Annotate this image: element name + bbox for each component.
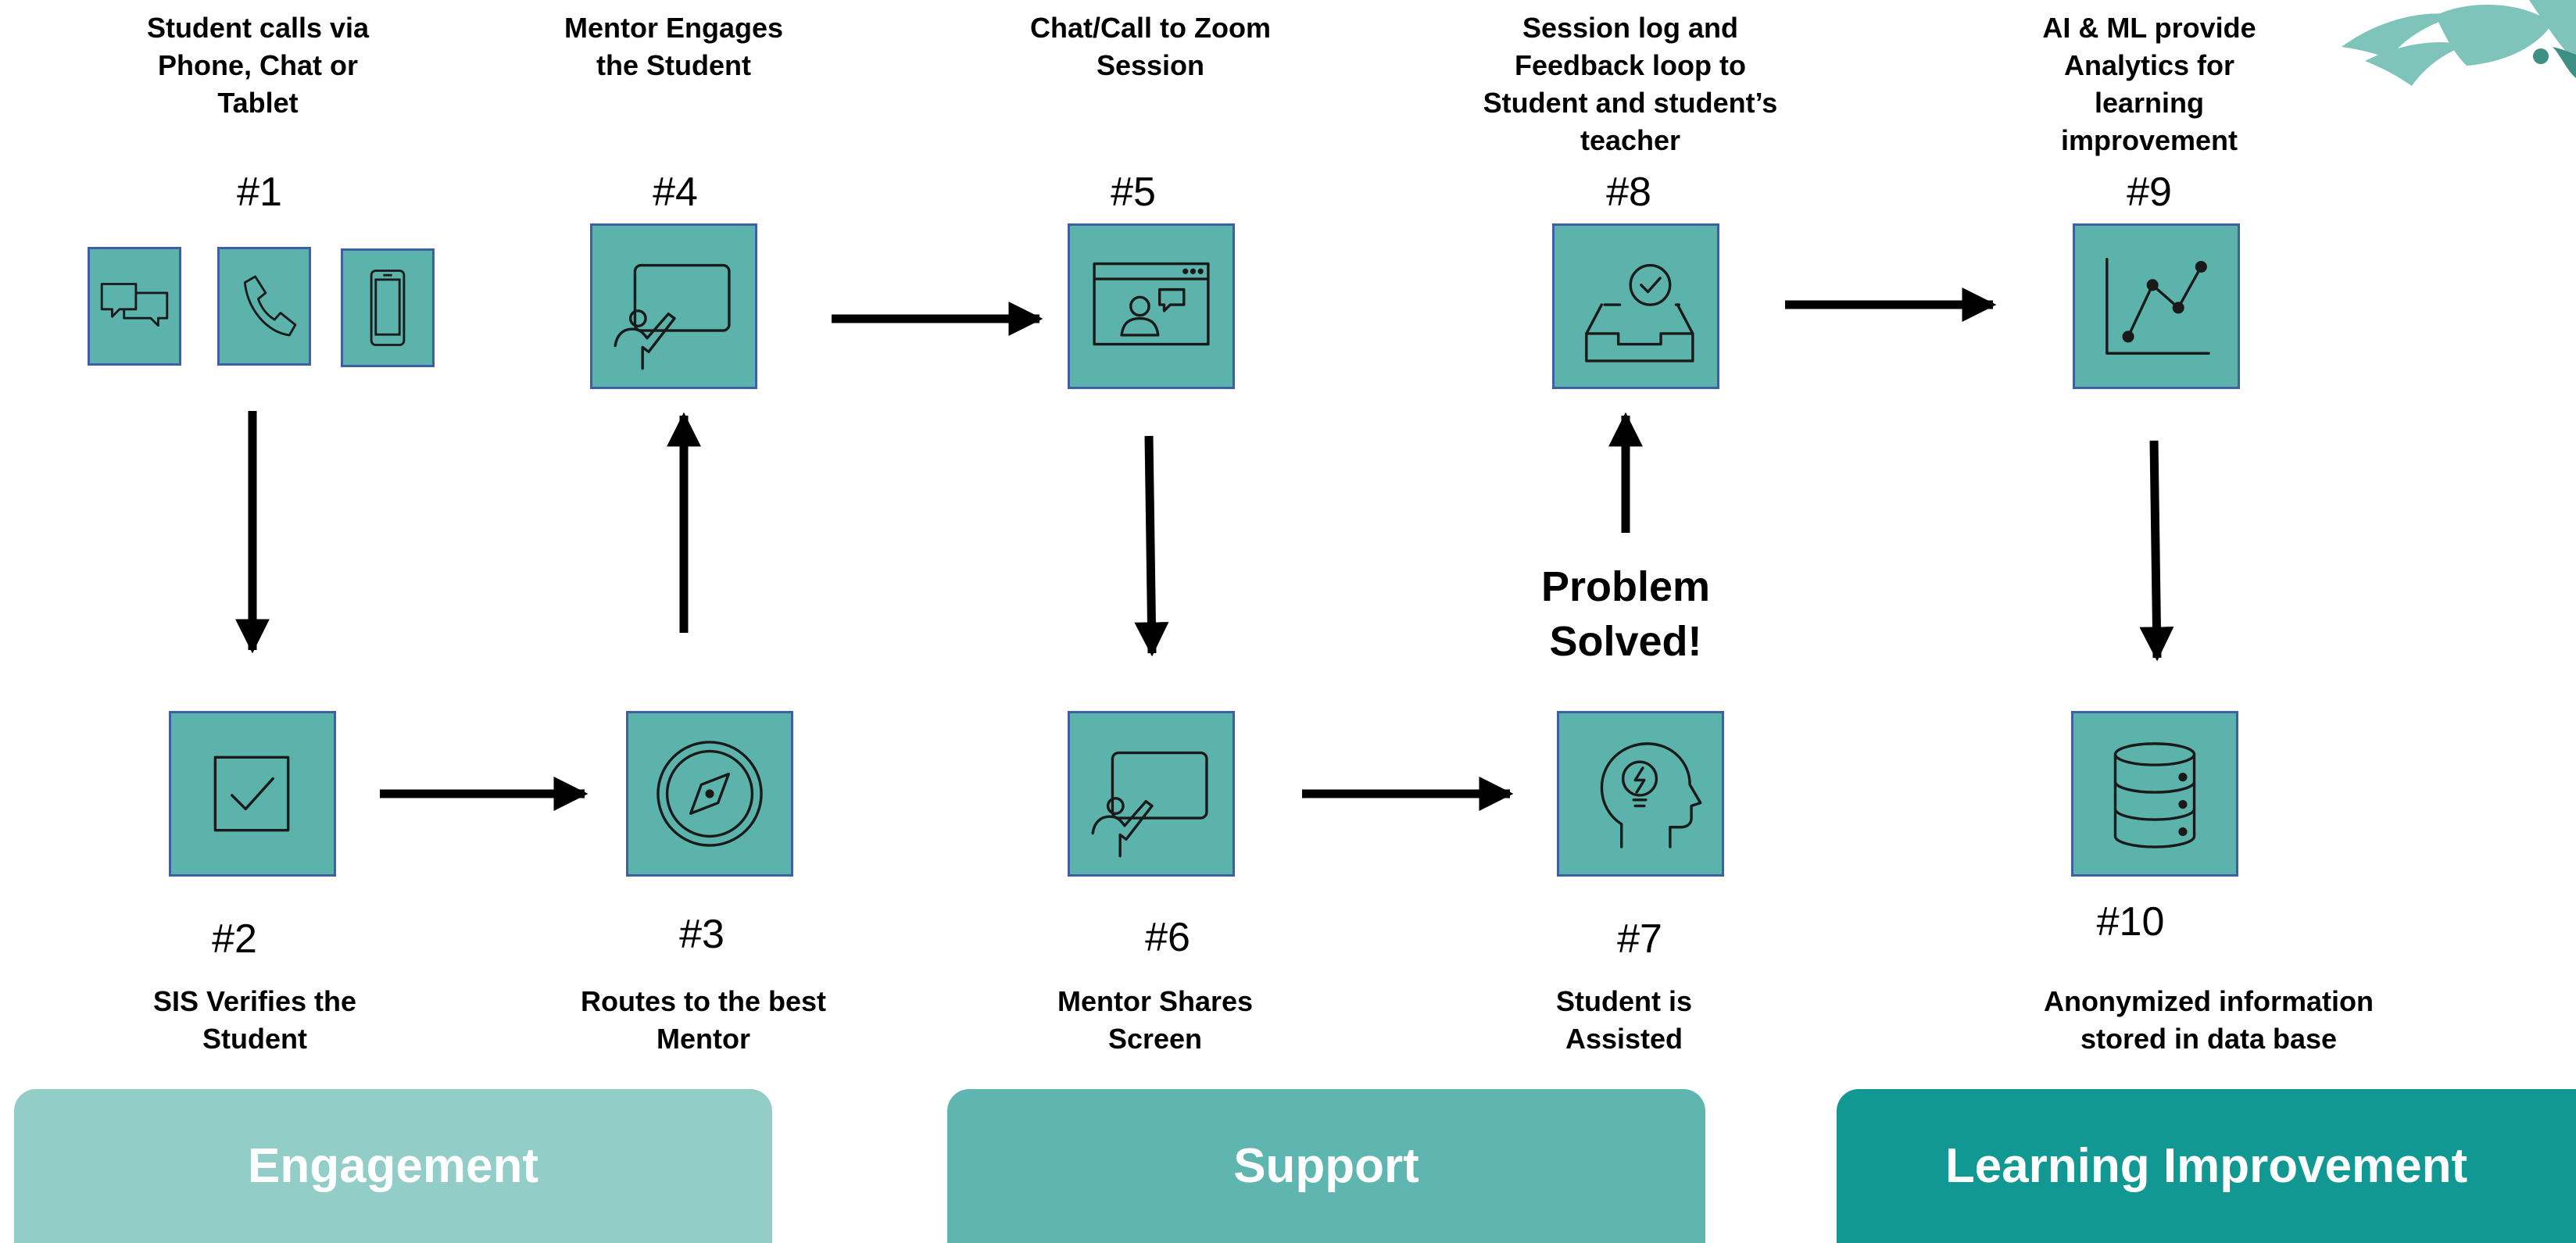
- phone-icon-box: [217, 247, 311, 366]
- tablet-icon: [370, 270, 406, 346]
- tablet-icon-box: [341, 248, 435, 367]
- step5-number: #5: [1111, 170, 1156, 215]
- step9-icon-box: [2073, 223, 2240, 389]
- step3-icon-box: [626, 711, 793, 877]
- inbox-check-icon: [1585, 263, 1694, 363]
- compass-icon: [657, 741, 763, 847]
- step5-icon-box: [1068, 223, 1235, 389]
- step3-caption: Routes to the best Mentor: [580, 985, 827, 1055]
- arrow-9-to-10: [2139, 440, 2174, 662]
- step8-caption: Session log and Feedback loop to Student…: [1483, 12, 1778, 156]
- step3-number: #3: [679, 912, 724, 957]
- presenter-icon: [1091, 751, 1208, 858]
- step4-caption: Mentor Engages the Student: [564, 12, 784, 81]
- step8-icon-box: [1552, 223, 1719, 389]
- step7-caption: Student is Assisted: [1555, 985, 1693, 1055]
- step6-number: #6: [1145, 915, 1190, 960]
- presenter-icon: [614, 263, 731, 370]
- checkbox-icon: [213, 755, 290, 832]
- phase-learning-improvement: Learning Improvement: [1837, 1089, 2576, 1243]
- step4-icon-box: [590, 223, 757, 389]
- phase-engagement-label: Engagement: [247, 1139, 539, 1193]
- step8-number: #8: [1606, 170, 1651, 215]
- video-session-icon: [1093, 262, 1210, 346]
- step10-number: #10: [2096, 899, 2165, 945]
- step4-number: #4: [653, 170, 698, 215]
- phone-icon: [243, 275, 297, 337]
- head-idea-icon: [1600, 742, 1702, 848]
- step5-caption: Chat/Call to Zoom Session: [1030, 12, 1271, 81]
- chat-icon-box: [88, 247, 181, 366]
- step1-caption: Student calls via Phone, Chat or Tablet: [146, 12, 370, 119]
- step1-number: #1: [237, 170, 282, 215]
- phase-engagement: Engagement: [14, 1089, 772, 1243]
- step2-number: #2: [212, 916, 257, 962]
- step7-icon-box: [1557, 711, 1724, 877]
- database-icon: [2113, 742, 2196, 848]
- problem-solved-label: Problem Solved!: [1540, 563, 1711, 665]
- step9-number: #9: [2127, 170, 2172, 215]
- step6-caption: Mentor Shares Screen: [1057, 985, 1254, 1055]
- step10-icon-box: [2071, 711, 2238, 877]
- step6-icon-box: [1068, 711, 1235, 877]
- phase-learning-improvement-label: Learning Improvement: [1945, 1139, 2468, 1193]
- arrow-5-to-6: [1134, 435, 1169, 657]
- step2-caption: SIS Verifies the Student: [152, 985, 357, 1055]
- phase-support: Support: [947, 1089, 1705, 1243]
- phase-support-label: Support: [1233, 1139, 1419, 1193]
- step10-caption: Anonymized information stored in data ba…: [2044, 985, 2374, 1055]
- line-chart-icon: [2106, 258, 2210, 355]
- bird-logo-icon: [2342, 0, 2576, 86]
- step7-number: #7: [1617, 916, 1662, 962]
- chat-icon: [100, 283, 169, 327]
- step9-caption: AI & ML provide Analytics for learning i…: [2042, 12, 2256, 156]
- step2-icon-box: [169, 711, 336, 877]
